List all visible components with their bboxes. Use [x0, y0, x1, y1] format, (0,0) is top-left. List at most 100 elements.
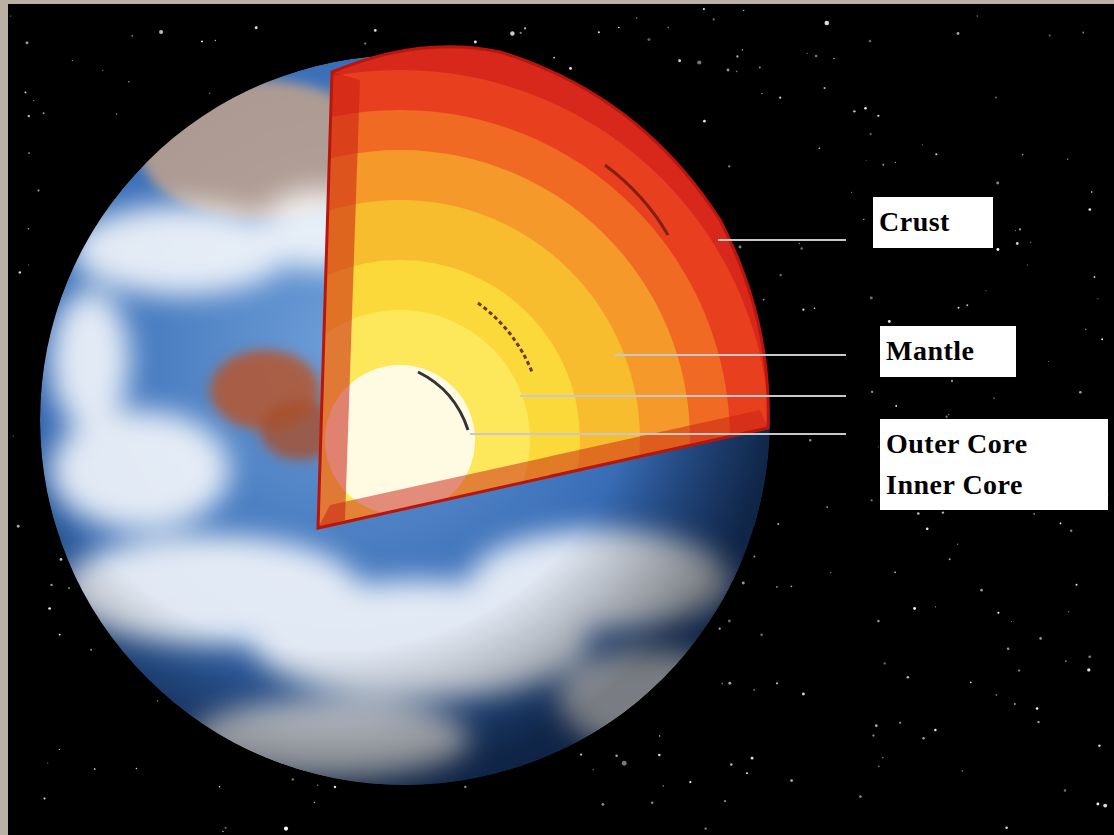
star — [131, 35, 133, 37]
star — [1097, 298, 1098, 299]
star — [948, 414, 950, 416]
star — [926, 527, 929, 530]
star — [957, 544, 959, 546]
star — [995, 694, 997, 696]
star — [215, 40, 217, 42]
star — [17, 525, 20, 528]
star — [157, 700, 159, 702]
star — [1022, 154, 1024, 156]
star — [888, 320, 891, 323]
star — [602, 803, 605, 806]
star — [618, 27, 620, 29]
star — [997, 612, 999, 614]
star — [1079, 391, 1082, 394]
star — [966, 304, 968, 306]
star — [899, 722, 901, 724]
star — [697, 60, 701, 64]
star — [1019, 228, 1021, 230]
layer-label: Outer Core — [886, 424, 1102, 465]
star — [222, 831, 223, 832]
star — [663, 785, 664, 786]
star — [996, 182, 999, 185]
star — [799, 243, 801, 245]
star — [201, 40, 203, 42]
star — [47, 762, 48, 763]
star — [59, 634, 61, 636]
star — [753, 689, 755, 691]
star — [28, 228, 30, 230]
star — [464, 786, 466, 788]
star — [50, 584, 52, 586]
star — [993, 397, 994, 398]
star — [703, 8, 705, 10]
star — [894, 572, 896, 574]
layer-label: Inner Core — [886, 465, 1102, 506]
star — [958, 307, 960, 309]
star — [10, 15, 11, 16]
star — [1088, 656, 1091, 659]
star — [807, 53, 808, 54]
star — [94, 768, 96, 770]
star — [1033, 513, 1035, 515]
star — [742, 49, 743, 50]
star — [292, 778, 294, 780]
star — [1015, 230, 1016, 231]
star — [689, 781, 691, 783]
star — [864, 107, 867, 110]
star — [60, 558, 63, 561]
star — [1016, 242, 1019, 245]
star — [647, 38, 650, 41]
star — [1068, 611, 1070, 613]
star — [1067, 159, 1068, 160]
star — [951, 380, 953, 382]
star — [1085, 329, 1087, 331]
star — [615, 755, 618, 758]
star — [736, 71, 738, 73]
star — [728, 682, 731, 685]
star — [980, 589, 983, 592]
star — [1014, 703, 1016, 705]
star — [870, 133, 872, 135]
star — [474, 41, 477, 44]
star — [870, 499, 872, 501]
star — [814, 308, 816, 310]
star — [1075, 584, 1077, 586]
star — [761, 93, 762, 94]
star — [739, 246, 742, 249]
star — [945, 416, 947, 418]
star — [727, 69, 730, 72]
star — [751, 757, 754, 760]
star — [48, 607, 51, 610]
star — [102, 70, 103, 71]
star — [1048, 361, 1049, 362]
star — [678, 59, 681, 62]
star — [659, 735, 660, 736]
star — [883, 662, 885, 664]
star — [1011, 621, 1012, 622]
star — [780, 274, 782, 276]
star — [580, 753, 582, 755]
star — [777, 523, 779, 525]
star — [809, 439, 811, 441]
star — [38, 190, 40, 192]
star — [1103, 804, 1107, 808]
star — [33, 100, 34, 101]
star — [895, 162, 896, 163]
star — [1060, 523, 1062, 525]
star — [667, 26, 669, 28]
star — [882, 757, 884, 759]
star — [59, 749, 60, 750]
star — [374, 29, 377, 32]
star — [870, 296, 873, 299]
star — [43, 797, 45, 799]
star — [569, 67, 572, 70]
star — [743, 10, 745, 12]
star — [721, 683, 723, 685]
star — [871, 391, 873, 393]
star — [970, 682, 972, 684]
star — [334, 786, 336, 788]
star — [284, 827, 288, 831]
star — [759, 67, 761, 69]
star — [26, 41, 29, 44]
